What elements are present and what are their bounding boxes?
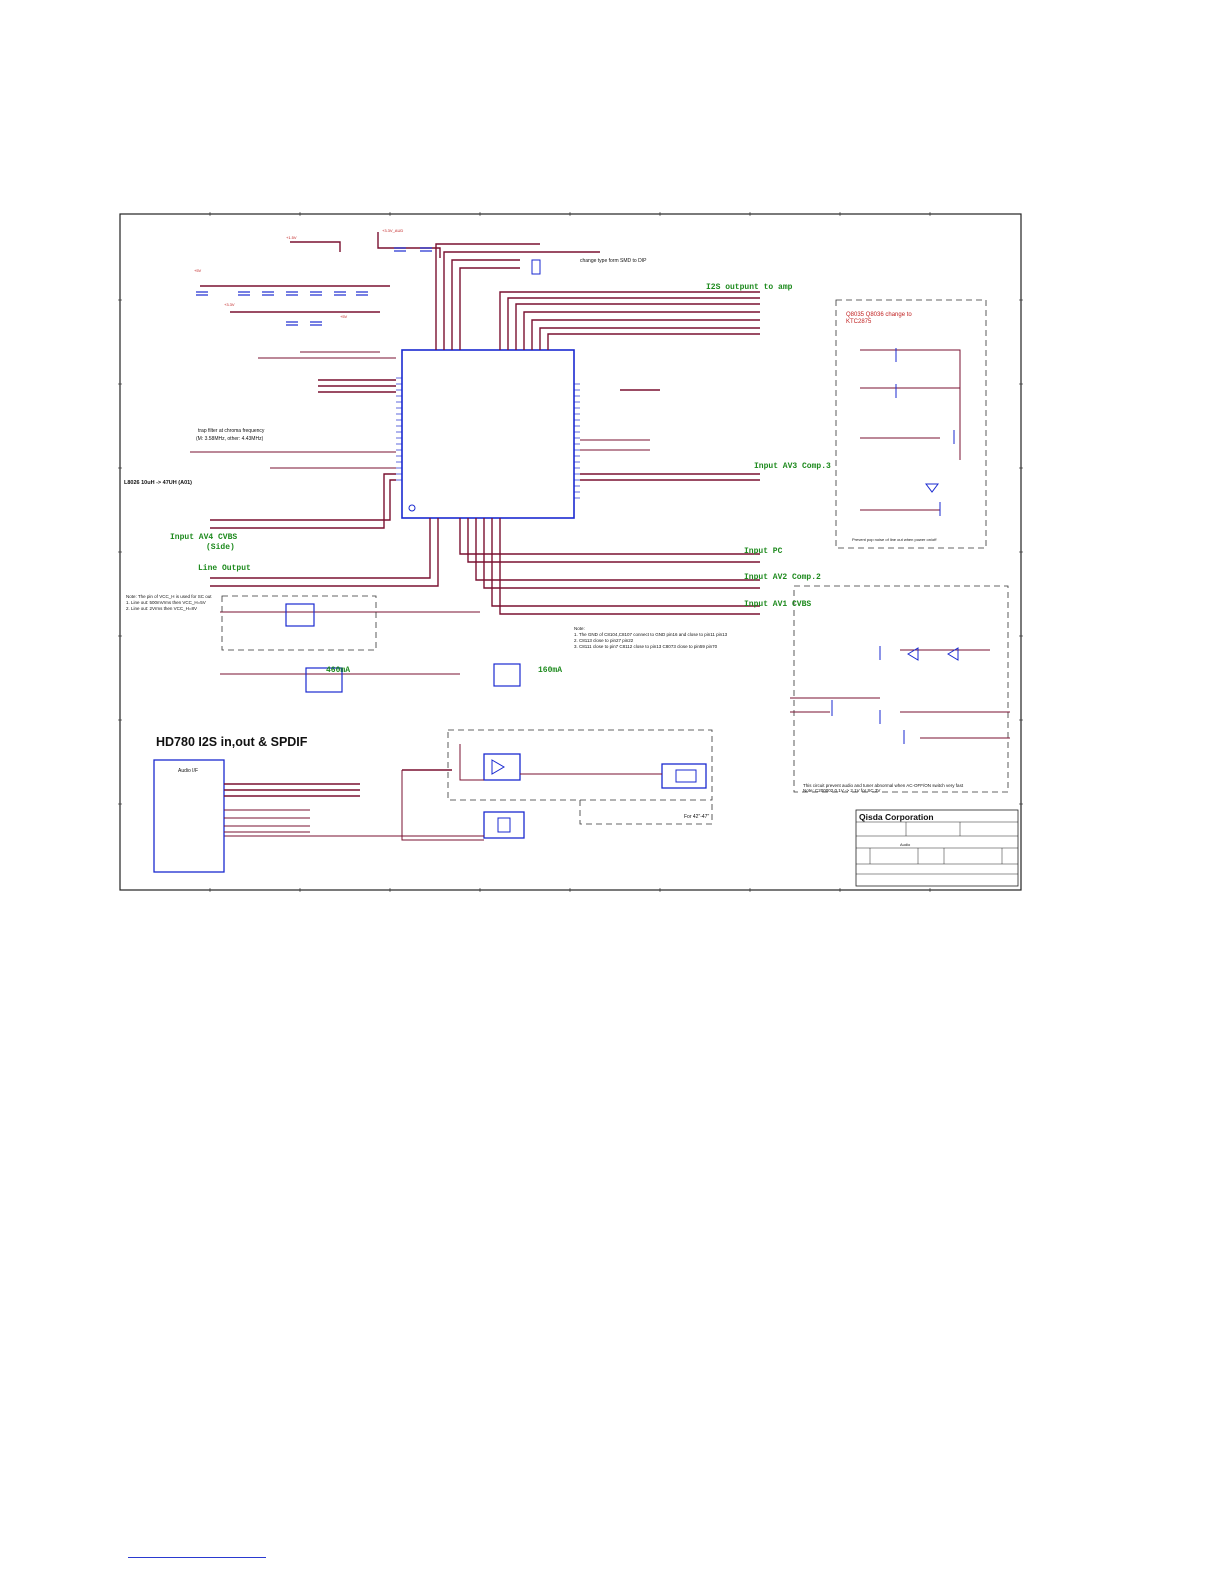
label-input-pc: Input PC — [744, 547, 783, 556]
top-bus-wires — [435, 243, 760, 350]
label-i2s-out: I2S outpunt to amp — [706, 283, 793, 292]
left-input-wires — [190, 357, 660, 675]
current-label-160: 160mA — [538, 666, 562, 675]
company-name: Qisda Corporation — [859, 812, 934, 822]
inductor-change-note: L8026 10uH -> 47UH (A01) — [124, 480, 192, 486]
title-block: Qisda Corporation Audio — [855, 809, 1019, 887]
vcc-note-3: 2. Line out: 2Vrms then VCC_H=8V — [126, 606, 197, 611]
regulator-section: 460mA 160mA — [221, 595, 562, 693]
gnd-note-4: 3. C8111 close to pin7 C8112 close to pi… — [574, 644, 718, 649]
label-input-av2: Input AV2 Comp.2 — [744, 573, 821, 582]
svg-text:+3.3V: +3.3V — [224, 302, 235, 307]
pop-noise-circuit: Q8035 Q8036 change to KTC2875 Prevent po… — [835, 299, 987, 549]
right-input-wires — [459, 439, 760, 615]
label-input-av4: Input AV4 CVBS — [170, 533, 237, 542]
ic-video-decoder — [396, 349, 580, 519]
svg-text:+5V: +5V — [340, 314, 348, 319]
q-change-note-2: KTC2875 — [846, 319, 872, 325]
label-line-output: Line Output — [198, 564, 251, 573]
for-size-note: For 42"-47" — [684, 814, 709, 820]
trap-filter-note-1: trap filter at chroma frequency — [198, 428, 265, 434]
audio-if-label: Audio I/F — [178, 768, 198, 774]
pop-noise-note: Prevent pop noise of line out when power… — [852, 537, 937, 542]
power-decoupling-top: +1.5V +3.3V_AUD +5V +3.3V +5V — [194, 228, 441, 353]
gnd-note-1: Note: — [574, 626, 585, 631]
label-input-av1: Input AV1 CVBS — [744, 600, 811, 609]
label-input-av4-side: (Side) — [206, 543, 235, 552]
footer-rule — [128, 1557, 266, 1558]
svg-text:+1.5V: +1.5V — [286, 235, 297, 240]
sheet-name: Audio — [900, 842, 911, 847]
vcc-note-2: 1. Line out: 500mVrms then VCC_H=5V — [126, 600, 206, 605]
ac-protection-circuit: This circuit prevent audio and tuner abn… — [790, 585, 1010, 793]
ac-off-note-1: This circuit prevent audio and tuner abn… — [803, 783, 964, 788]
svg-text:+5V: +5V — [194, 268, 202, 273]
svg-text:+3.3V_AUD: +3.3V_AUD — [382, 228, 403, 233]
trap-filter-note-2: (M: 3.58MHz, other: 4.43MHz) — [196, 436, 264, 442]
audio-if-block: Audio I/F — [153, 759, 452, 873]
current-label-460: 460mA — [326, 666, 350, 675]
sheet-frame — [118, 212, 1023, 892]
spdif-section: For 42"-47" — [224, 729, 713, 841]
gnd-note-2: 1. The GND of C8104,C8107 connect to GND… — [574, 632, 728, 637]
q-change-note-1: Q8035 Q8036 change to — [846, 312, 912, 318]
gnd-note-3: 2. C8113 close to pin27 pin22 — [574, 638, 634, 643]
smd-dip-note: change type form SMD to DIP — [580, 258, 647, 264]
ac-off-note-2: Note: C200002 0.1V -> 2.1V for SC 3V — [803, 788, 880, 793]
sheet-title: HD780 I2S in,out & SPDIF — [156, 735, 308, 749]
label-input-av3: Input AV3 Comp.3 — [754, 462, 831, 471]
vcc-note-1: Note: The pin of VCC_H is used for SC ou… — [126, 594, 212, 599]
